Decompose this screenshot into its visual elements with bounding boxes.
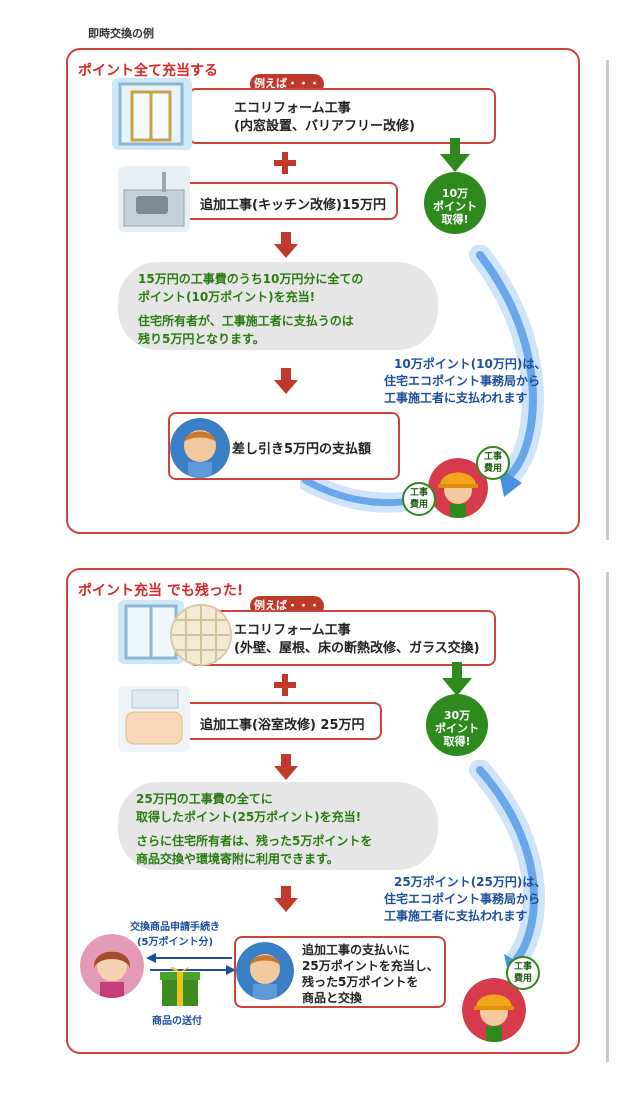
- explanation-line: 25万円の工事費の全てに: [136, 792, 273, 806]
- gift-box-icon: [160, 967, 200, 1006]
- additional-work-box: 追加工事(浴室改修) 25万円: [178, 702, 382, 740]
- reform-work-detail: (外壁、屋根、床の断熱改修、ガラス交換): [234, 641, 480, 656]
- blue-curve-arrow: [469, 760, 545, 980]
- reform-work-box: エコリフォーム工事 (外壁、屋根、床の断熱改修、ガラス交換): [188, 610, 496, 666]
- contractor-avatar: [428, 458, 488, 518]
- additional-work-label: 追加工事(浴室改修) 25万円: [200, 718, 365, 733]
- homeowner-avatar: [236, 942, 294, 1000]
- plus-icon: [274, 152, 296, 174]
- cost-tag: 工事費用: [402, 482, 436, 516]
- explanation-box: 15万円の工事費のうち10万円分に全ての ポイント(10万ポイント)を充当! 住…: [118, 262, 438, 350]
- cost-tag: 工事費用: [506, 956, 540, 990]
- plus-icon: [274, 674, 296, 696]
- reform-work-title: エコリフォーム工事: [234, 623, 351, 638]
- green-down-arrow: [442, 662, 472, 696]
- side-rule: [606, 572, 609, 1062]
- explanation-line: 住宅所有者が、工事施工者に支払うのは: [138, 314, 354, 328]
- kitchen-photo: [118, 166, 190, 232]
- explanation-line: 15万円の工事費のうち10万円分に全ての: [138, 272, 364, 286]
- reform-work-box: エコリフォーム工事 (内窓設置、バリアフリー改修): [188, 88, 496, 144]
- down-arrow-icon: [274, 754, 298, 780]
- office-payment-note: 10万ポイント(10万円)は、 住宅エコポイント事務局から 工事施工者に支払われ…: [384, 356, 546, 407]
- down-arrow-icon: [274, 368, 298, 394]
- office-payment-note: 25万ポイント(25万円)は、 住宅エコポイント事務局から 工事施工者に支払われ…: [384, 874, 546, 925]
- explanation-box: 25万円の工事費の全てに 取得したポイント(25万ポイント)を充当! さらに住宅…: [118, 782, 438, 870]
- explanation-line: 商品交換や環境寄附に利用できます。: [136, 852, 339, 866]
- additional-work-box: 追加工事(キッチン改修)15万円: [178, 182, 398, 220]
- tag-line: 費用: [513, 974, 532, 984]
- note-line: 住宅エコポイント事務局から: [384, 374, 541, 388]
- note-line: 10万ポイント(10万円)は、: [394, 357, 547, 371]
- payment-label: 差し引き5万円の支払額: [232, 442, 372, 457]
- reform-work-title: エコリフォーム工事: [234, 101, 351, 116]
- reform-work-detail: (内窓設置、バリアフリー改修): [234, 119, 415, 134]
- down-arrow-icon: [274, 886, 298, 912]
- explanation-line: 取得したポイント(25万ポイント)を充当!: [136, 810, 362, 824]
- tag-line: 工事: [409, 488, 428, 498]
- tag-line: 工事: [483, 452, 502, 462]
- page-title: 即時交換の例: [88, 27, 154, 40]
- side-rule: [606, 60, 609, 540]
- result-line: 商品と交換: [302, 991, 363, 1005]
- note-line: 工事施工者に支払われます: [384, 391, 528, 405]
- badge-line: 10万: [441, 186, 469, 200]
- badge-line: 30万: [443, 708, 471, 722]
- explanation-line: ポイント(10万ポイント)を充当!: [138, 290, 316, 304]
- green-down-arrow: [440, 138, 470, 172]
- roof-insulation-photo: [170, 604, 232, 666]
- result-line: 追加工事の支払いに: [302, 943, 411, 957]
- gift-shipping-label: 商品の送付: [152, 1016, 202, 1027]
- section-heading-2: ポイント充当 でも残った!: [78, 583, 244, 599]
- badge-line: 取得!: [441, 212, 469, 226]
- exchange-arrows: [146, 953, 236, 975]
- contractor-avatar: [462, 978, 526, 1042]
- label-line: 交換商品申請手続き: [130, 922, 220, 933]
- additional-work-label: 追加工事(キッチン改修)15万円: [200, 198, 386, 213]
- result-line: 25万ポイントを充当し、: [302, 959, 439, 973]
- homeowner-avatar: [170, 418, 230, 478]
- woman-avatar: [80, 934, 144, 998]
- tag-line: 費用: [409, 500, 428, 510]
- badge-line: ポイント: [435, 721, 479, 735]
- explanation-line: さらに住宅所有者は、残った5万ポイントを: [136, 834, 373, 848]
- badge-line: 取得!: [443, 734, 471, 748]
- section-heading-1: ポイント全て充当する: [78, 63, 218, 79]
- tag-line: 工事: [513, 962, 532, 972]
- note-line: 住宅エコポイント事務局から: [384, 892, 541, 906]
- points-badge: 10万 ポイント 取得!: [424, 172, 486, 234]
- exchange-application-label: 交換商品申請手続き (5万ポイント分): [130, 918, 220, 948]
- result-line: 残った5万ポイントを: [302, 975, 419, 989]
- cost-tag: 工事費用: [476, 446, 510, 480]
- tag-line: 費用: [483, 464, 502, 474]
- note-line: 25万ポイント(25万円)は、: [394, 875, 547, 889]
- window-photo: [112, 78, 192, 150]
- explanation-line: 残り5万円となります。: [138, 332, 265, 346]
- points-badge: 30万 ポイント 取得!: [426, 694, 488, 756]
- note-line: 工事施工者に支払われます: [384, 909, 528, 923]
- bath-photo: [118, 686, 190, 752]
- down-arrow-icon: [274, 232, 298, 258]
- label-line: (5万ポイント分): [136, 937, 214, 948]
- badge-line: ポイント: [433, 199, 477, 213]
